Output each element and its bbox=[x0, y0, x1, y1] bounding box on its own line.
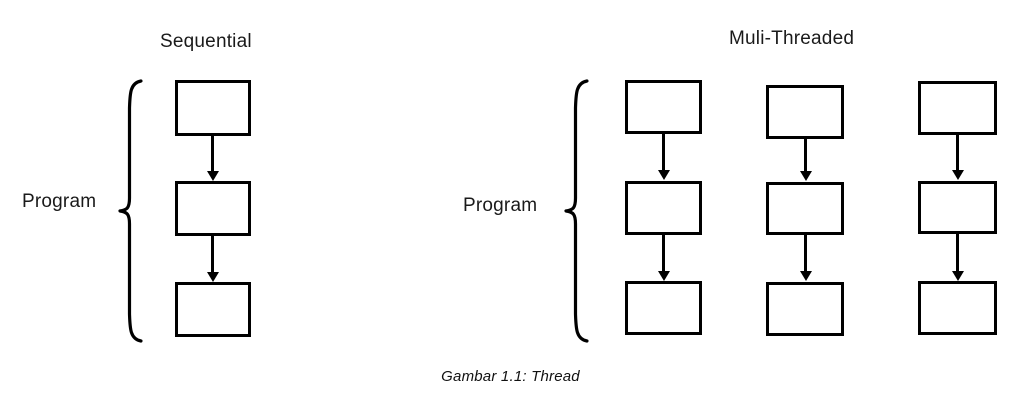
multithreaded-brace-icon bbox=[562, 78, 592, 344]
thread1-box-2 bbox=[625, 181, 702, 235]
thread3-box-2 bbox=[918, 181, 997, 234]
thread3-arrow-1 bbox=[951, 135, 964, 180]
sequential-program-label-text: Program bbox=[22, 191, 97, 212]
multithreaded-title-text: Muli-Threaded bbox=[729, 28, 855, 49]
sequential-box-1 bbox=[175, 80, 251, 136]
thread2-box-3 bbox=[766, 282, 844, 336]
multithreaded-program-label-text: Program bbox=[463, 195, 538, 216]
thread3-arrow-2 bbox=[951, 234, 964, 281]
sequential-panel-title: Sequential bbox=[160, 32, 252, 52]
thread1-arrow-2 bbox=[657, 235, 670, 281]
thread1-arrow-1 bbox=[657, 134, 670, 180]
multithreaded-panel-title: Muli-Threaded bbox=[729, 29, 854, 49]
thread1-box-1 bbox=[625, 80, 702, 134]
sequential-program-label: Program bbox=[22, 192, 96, 212]
thread2-box-2 bbox=[766, 182, 844, 235]
sequential-arrow-1 bbox=[206, 136, 219, 181]
thread3-box-1 bbox=[918, 81, 997, 135]
sequential-brace-icon bbox=[116, 78, 146, 344]
thread2-box-1 bbox=[766, 85, 844, 139]
multithreaded-program-label: Program bbox=[463, 196, 537, 216]
thread2-arrow-2 bbox=[799, 235, 812, 281]
thread1-box-3 bbox=[625, 281, 702, 335]
sequential-box-3 bbox=[175, 282, 251, 337]
figure-caption: Gambar 1.1: Thread bbox=[0, 368, 1021, 386]
sequential-arrow-2 bbox=[206, 236, 219, 282]
figure-caption-text: Gambar 1.1: Thread bbox=[441, 368, 580, 385]
sequential-box-2 bbox=[175, 181, 251, 236]
thread2-arrow-1 bbox=[799, 139, 812, 181]
sequential-title-text: Sequential bbox=[160, 31, 252, 52]
thread3-box-3 bbox=[918, 281, 997, 335]
